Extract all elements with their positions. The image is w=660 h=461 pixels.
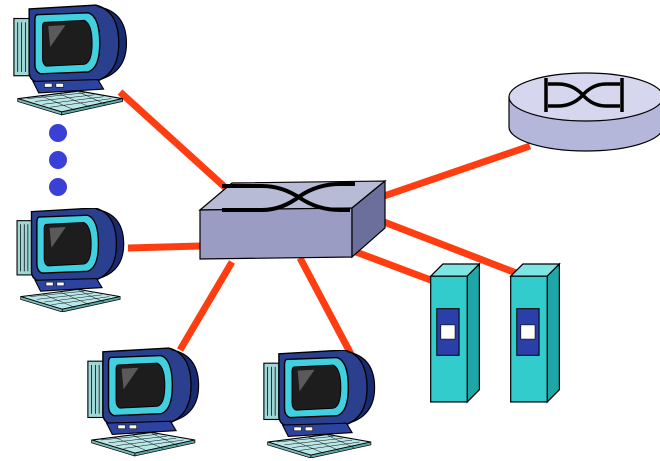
server-tower-icon (430, 263, 481, 403)
link-line (296, 256, 356, 358)
link-line (117, 89, 231, 193)
ellipsis-dot (49, 151, 67, 169)
ellipsis-dot (49, 124, 67, 142)
link-line (382, 142, 532, 200)
server-tower-icon (510, 263, 561, 403)
desktop-computer-icon (263, 350, 376, 458)
link-line (127, 242, 201, 252)
desktop-computer-icon (13, 4, 128, 116)
router-icon (508, 72, 660, 152)
ethernet-switch-icon (198, 179, 387, 260)
desktop-computer-icon (87, 347, 200, 457)
link-line (382, 218, 526, 280)
link-line (176, 260, 236, 352)
ellipsis-dot (49, 178, 67, 196)
desktop-computer-icon (16, 208, 125, 312)
vertical-ellipsis-icon (49, 124, 67, 196)
links (117, 89, 532, 358)
link-line (354, 248, 438, 286)
